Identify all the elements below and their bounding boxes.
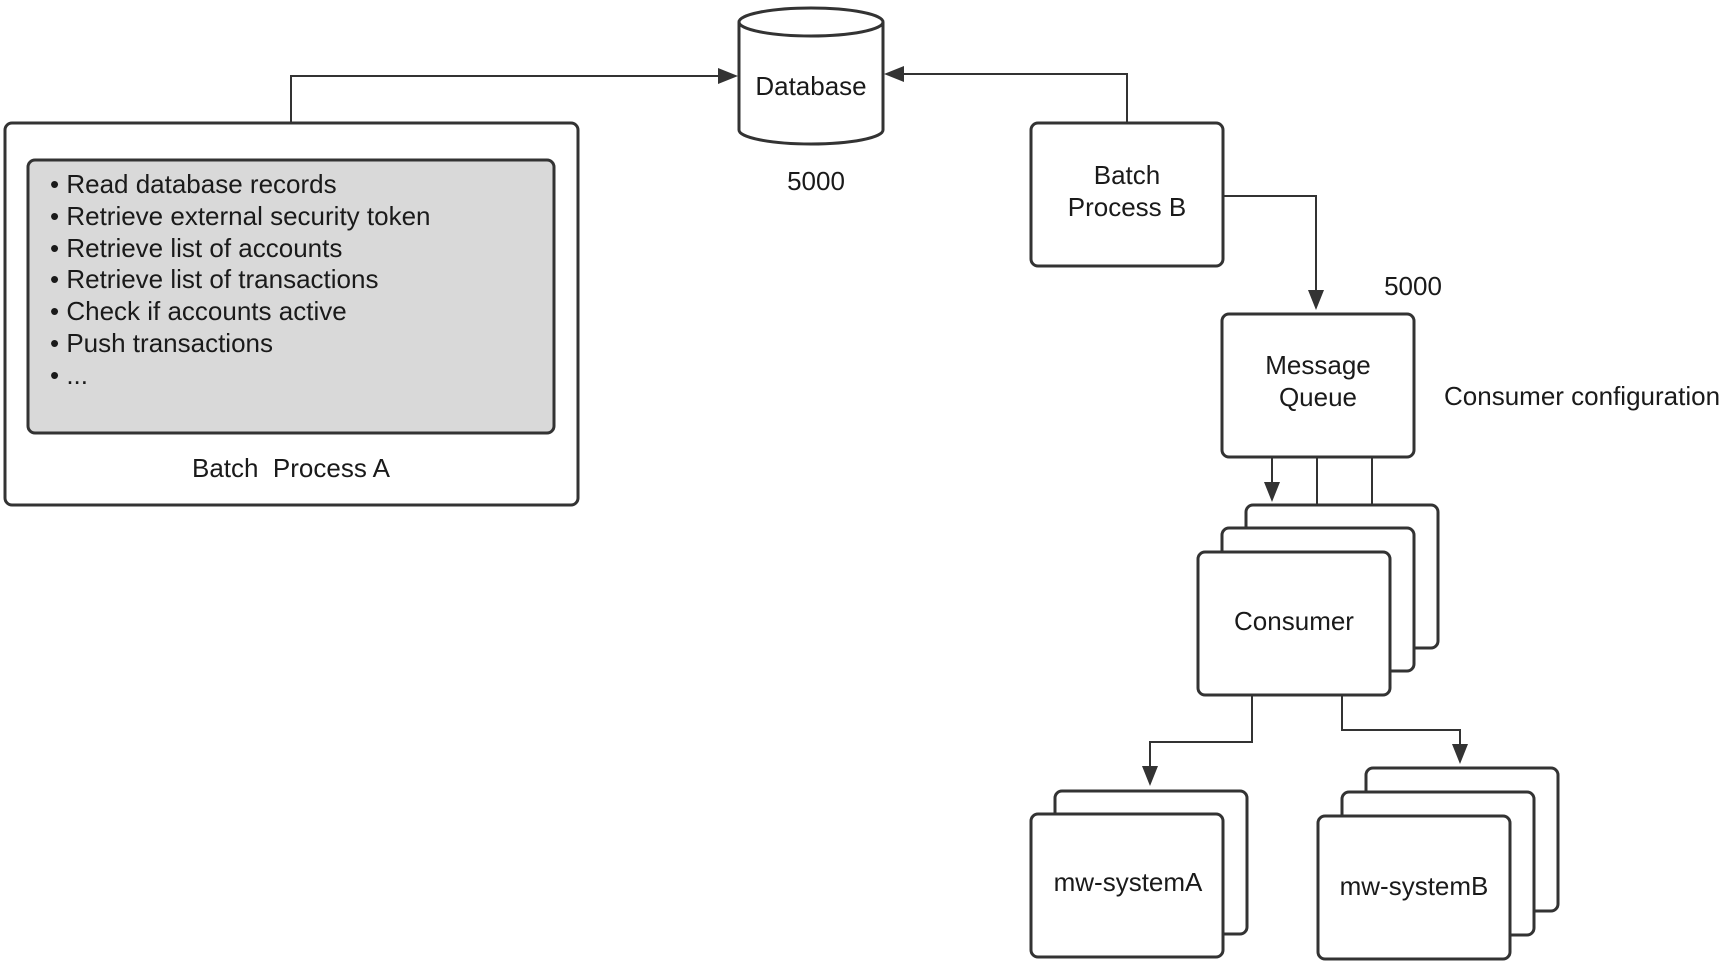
step-item: • Check if accounts active xyxy=(50,296,347,326)
consumer-instance-front xyxy=(1196,550,1392,697)
step-item: • Retrieve external security token xyxy=(50,201,431,231)
message-queue-box xyxy=(1220,312,1416,459)
batch-process-a: • Read database records • Retrieve exter… xyxy=(3,121,580,507)
database-node: Database xyxy=(737,6,885,146)
consumer-configuration-note: Consumer configuration xyxy=(1444,381,1720,411)
step-item: • ... xyxy=(50,360,88,390)
connector-batch-a-to-database xyxy=(290,75,724,122)
batch-process-b: Batch Process B xyxy=(1029,121,1225,268)
step-item: • Retrieve list of accounts xyxy=(50,233,342,263)
batch-process-b-label-line1: Batch xyxy=(1094,160,1161,190)
step-item: • Read database records xyxy=(50,169,337,199)
arrowhead-icon xyxy=(1142,766,1158,786)
consumer-stack: Consumer xyxy=(1196,503,1440,697)
batch-process-b-label-line2: Process B xyxy=(1068,192,1187,222)
database-cylinder-icon xyxy=(737,22,885,146)
connector-consumer-to-system-a xyxy=(1149,696,1253,770)
database-label: Database xyxy=(755,71,866,101)
batch-process-a-label: Batch Process A xyxy=(192,453,391,483)
database-cylinder-top xyxy=(737,6,885,38)
mw-system-a-stack: mw-systemA xyxy=(1029,789,1249,959)
step-item: • Retrieve list of transactions xyxy=(50,264,378,294)
connector-batch-b-to-database xyxy=(898,73,1128,122)
connector-batch-b-to-queue xyxy=(1222,195,1317,294)
connector-consumer-to-system-b xyxy=(1341,696,1461,748)
batch-process-b-box xyxy=(1029,121,1225,268)
mw-system-b-stack: mw-systemB xyxy=(1316,766,1560,961)
consumer-label: Consumer xyxy=(1234,606,1354,636)
arrowhead-icon xyxy=(1264,482,1280,502)
database-record-count: 5000 xyxy=(787,166,845,196)
queue-message-count: 5000 xyxy=(1384,271,1442,301)
message-queue-label-line1: Message xyxy=(1265,350,1371,380)
step-item: • Push transactions xyxy=(50,328,273,358)
mw-system-b-label: mw-systemB xyxy=(1340,871,1489,901)
arrowhead-icon xyxy=(1452,744,1468,764)
message-queue-label-line2: Queue xyxy=(1279,382,1357,412)
mw-system-b-instance-front xyxy=(1316,814,1512,961)
batch-process-a-steps-panel xyxy=(26,158,556,435)
mw-system-a-label: mw-systemA xyxy=(1054,867,1203,897)
arrowhead-icon xyxy=(718,68,738,84)
arrowhead-icon xyxy=(884,66,904,82)
mw-system-a-instance-front xyxy=(1029,812,1225,959)
arrowhead-icon xyxy=(1308,290,1324,310)
batch-process-a-steps-list: • Read database records • Retrieve exter… xyxy=(50,169,431,390)
message-queue: Message Queue xyxy=(1220,312,1416,459)
